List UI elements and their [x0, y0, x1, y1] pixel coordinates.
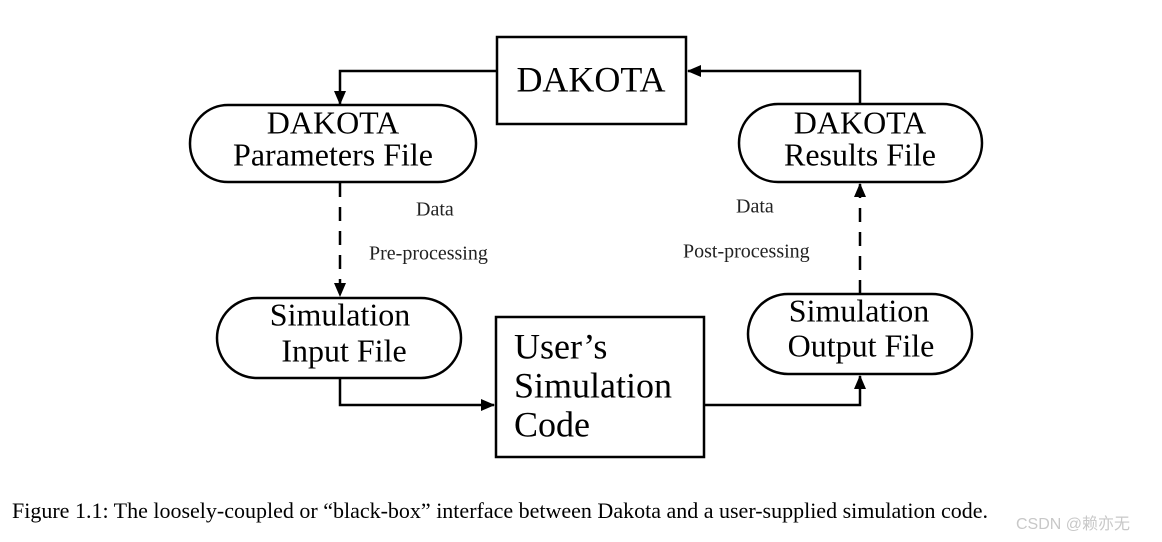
input-file-node	[215, 296, 463, 380]
code-to-output-arrow	[704, 375, 866, 407]
watermark: CSDN @赖亦无	[1016, 516, 1131, 533]
postprocessing-label: Post-processing	[683, 241, 810, 263]
preprocessing-label: Pre-processing	[369, 243, 488, 265]
dakota-box	[495, 35, 688, 126]
input-file-line2: Input File	[281, 332, 406, 368]
user-code-box	[494, 315, 706, 459]
output-file-line1: Simulation	[789, 292, 929, 328]
figure-caption: Figure 1.1: The loosely-coupled or “blac…	[12, 498, 988, 523]
user-code-line2: Simulation	[514, 365, 672, 405]
input-file-line1: Simulation	[270, 296, 410, 332]
dakota-to-parameters-arrow	[334, 69, 497, 105]
preprocessing-data-label: Data	[416, 199, 454, 221]
dakota-label: DAKOTA	[516, 59, 665, 99]
parameters-file-line1: DAKOTA	[267, 104, 400, 140]
results-to-dakota-arrow	[687, 65, 862, 104]
parameters-file-node	[188, 103, 478, 184]
input-to-code-arrow	[338, 379, 495, 411]
postprocessing-data-label: Data	[736, 196, 774, 218]
output-file-line2: Output File	[788, 327, 935, 363]
results-file-line2: Results File	[784, 136, 936, 172]
user-code-line1: User’s	[514, 326, 607, 366]
results-file-line1: DAKOTA	[794, 104, 927, 140]
parameters-file-line2: Parameters File	[233, 136, 433, 172]
user-code-line3: Code	[514, 404, 590, 444]
